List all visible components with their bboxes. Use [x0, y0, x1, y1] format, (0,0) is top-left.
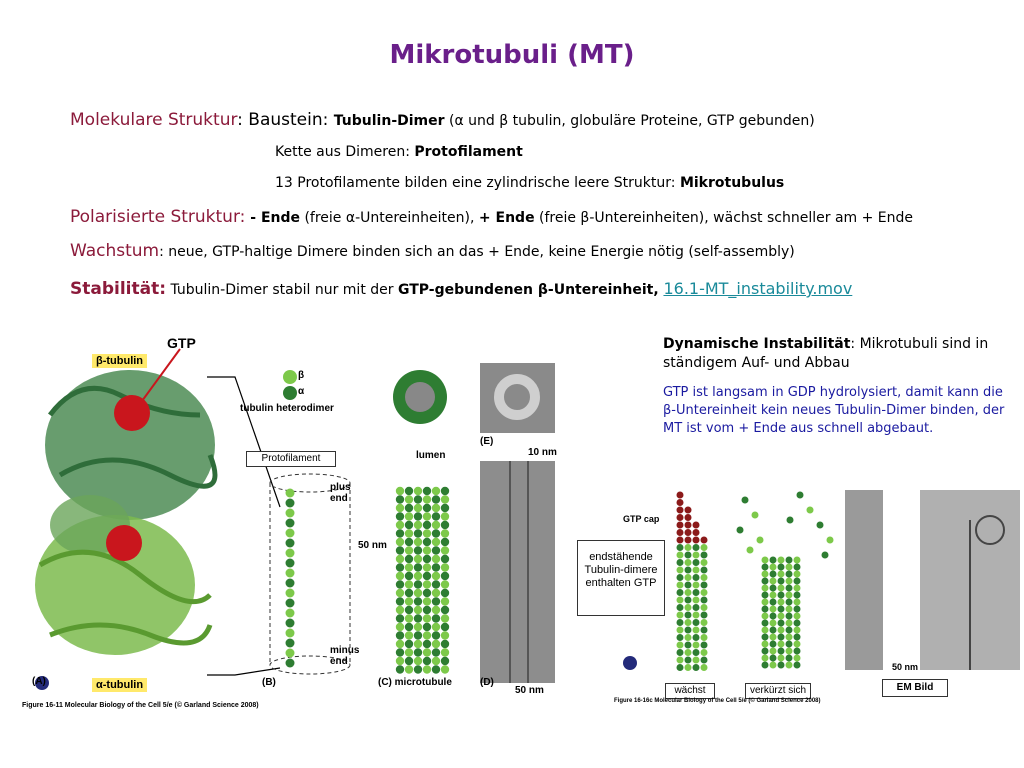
shrinking-microtubule [736, 491, 834, 669]
l6-bold: GTP-gebundenen β-Untereinheit, [397, 282, 659, 298]
page-title: Mikrotubuli (MT) [389, 40, 635, 70]
protofilament-box: Protofilament [246, 451, 336, 467]
growing-microtubule [676, 491, 708, 671]
microtubule-lattice [395, 486, 450, 674]
movie-link[interactable]: 16.1-MT_instability.mov [663, 279, 853, 298]
em-bild-box: EM Bild [882, 679, 948, 697]
scale-50nm-b-label: 50 nm [515, 685, 544, 696]
line-wachstum: Wachstum: neue, GTP-haltige Dimere binde… [70, 241, 795, 261]
l2-bold: Protofilament [414, 144, 523, 160]
l4-bold2: + Ende [478, 210, 535, 226]
tubulin-figure [35, 348, 555, 690]
line-protofilamente: 13 Protofilamente bilden eine zylindrisc… [275, 175, 784, 191]
gtp-label: GTP [167, 335, 196, 351]
line-polarisierte-struktur: Polarisierte Struktur: - Ende (freie α-U… [70, 207, 913, 227]
gtp-site-bottom [106, 525, 142, 561]
waechst-box: wächst [665, 683, 715, 699]
minus-end-label: minus end [330, 645, 360, 667]
l4-bold1: - Ende [245, 210, 300, 226]
gtp-cap-label: GTP cap [623, 514, 660, 524]
line-stabilitaet: Stabilität: Tubulin-Dimer stabil nur mit… [70, 279, 852, 299]
dynamic-instability-figure [623, 490, 1020, 671]
l1-rest: (α und β tubulin, globuläre Proteine, GT… [444, 113, 815, 129]
em-longitudinal [480, 461, 555, 683]
plus-end-label: plus end [330, 482, 351, 504]
beta-tubulin-label: β-tubulin [92, 354, 148, 368]
gtp-arrow [141, 348, 181, 402]
em-cross-section [480, 363, 555, 433]
panel-a-label: (A) [32, 676, 46, 687]
l3-bold: Mikrotubulus [679, 175, 785, 191]
label-molekulare-struktur: Molekulare Struktur [70, 110, 238, 130]
line-kette: Kette aus Dimeren: Protofilament [275, 144, 523, 160]
microtubule-cross-section [393, 370, 447, 424]
scale-50nm-right: 50 nm [892, 662, 919, 672]
gtp-site-top [114, 395, 150, 431]
label-stabilitaet: Stabilität: [70, 279, 167, 299]
line-molekulare-struktur: Molekulare Struktur: Baustein: Tubulin-D… [70, 110, 815, 130]
alpha-label: α [298, 386, 305, 397]
end-dimers-box: endstähende Tubulin-dimere enthalten GTP [577, 540, 665, 616]
l2-text: Kette aus Dimeren: [275, 144, 415, 160]
l4-t2: (freie β-Untereinheiten), wächst schnell… [534, 210, 914, 226]
protofilament-cylinder [269, 473, 351, 675]
beta-label: β [298, 370, 305, 381]
figure-caption-left: Figure 16-11 Molecular Biology of the Ce… [22, 702, 259, 709]
nav-dot-icon-2 [623, 656, 637, 670]
l1-bold: Tubulin-Dimer [333, 113, 445, 129]
l1-sep: : Baustein: [237, 110, 334, 130]
label-wachstum: Wachstum [70, 241, 160, 261]
alpha-tubulin-label: α-tubulin [92, 678, 148, 692]
label-polarisierte: Polarisierte Struktur: [70, 207, 246, 227]
lumen-label: lumen [416, 450, 446, 461]
dyn-label: Dynamische Instabilität [663, 336, 851, 352]
panel-b-label: (B) [262, 677, 276, 688]
heterodimer-label: tubulin heterodimer [240, 403, 334, 414]
tubulin-protein-illustration [35, 370, 218, 655]
l4-t1: (freie α-Untereinheiten), [300, 210, 479, 226]
dyn-text: : Mikrotubuli sind in ständigem Auf- und… [663, 336, 989, 371]
scale-50nm-label: 50 nm [358, 540, 387, 551]
l5-text: : neue, GTP-haltige Dimere binden sich a… [159, 244, 795, 260]
panel-e-label: (E) [480, 436, 494, 447]
figure-caption-right: Figure 16-16c Molecular Biology of the C… [614, 698, 821, 704]
dynamische-instabilitaet: Dynamische Instabilität: Mikrotubuli sin… [663, 335, 1003, 373]
l6-text: Tubulin-Dimer stabil nur mit der [166, 282, 398, 298]
panel-d-label: (D) [480, 677, 494, 688]
dyn-body: GTP ist langsam in GDP hydrolysiert, dam… [663, 385, 1005, 436]
em-image-1 [845, 490, 883, 670]
nav-dot-icon [35, 676, 49, 690]
l3-text: 13 Protofilamente bilden eine zylindrisc… [275, 175, 680, 191]
verkuerzt-box: verkürzt sich [745, 683, 811, 699]
panel-c-label: (C) microtubule [378, 677, 452, 688]
scale-10nm-label: 10 nm [528, 447, 557, 458]
